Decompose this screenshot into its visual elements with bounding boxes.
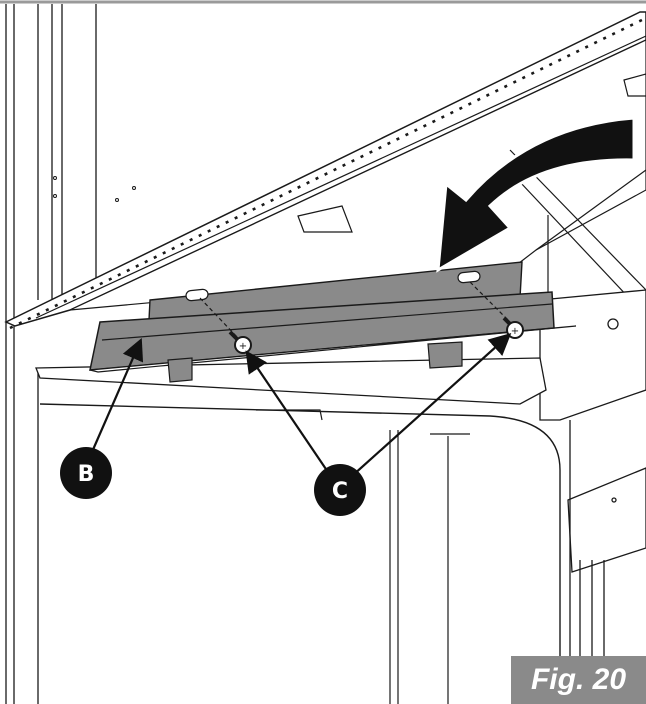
cabinet-right-frame bbox=[539, 289, 646, 704]
bracket-b-fold bbox=[101, 303, 553, 341]
lid-underside bbox=[69, 39, 646, 311]
screw-c-left: + bbox=[228, 330, 252, 354]
callout-c-label: C bbox=[332, 479, 348, 504]
side-holes bbox=[53, 176, 136, 202]
cabinet-front-curve bbox=[39, 403, 561, 704]
cabinet-left-side bbox=[5, 4, 97, 704]
callout-b: B bbox=[60, 447, 112, 499]
rotation-arrow-icon bbox=[436, 116, 636, 273]
figure-label: Fig. 20 bbox=[511, 656, 646, 704]
callout-b-label: B bbox=[78, 462, 95, 487]
interior-braces bbox=[297, 73, 646, 390]
hinged-lid bbox=[4, 11, 646, 327]
svg-text:+: + bbox=[239, 341, 247, 352]
lid-lower-edge bbox=[35, 35, 646, 319]
bracket-b-lip bbox=[89, 325, 577, 373]
cabinet-front-lines bbox=[256, 409, 470, 704]
callout-c: C bbox=[314, 464, 366, 516]
leader-lines bbox=[90, 333, 512, 479]
svg-text:+: + bbox=[511, 326, 519, 337]
slotted-holes bbox=[185, 270, 481, 302]
mounting-clips bbox=[167, 341, 463, 383]
